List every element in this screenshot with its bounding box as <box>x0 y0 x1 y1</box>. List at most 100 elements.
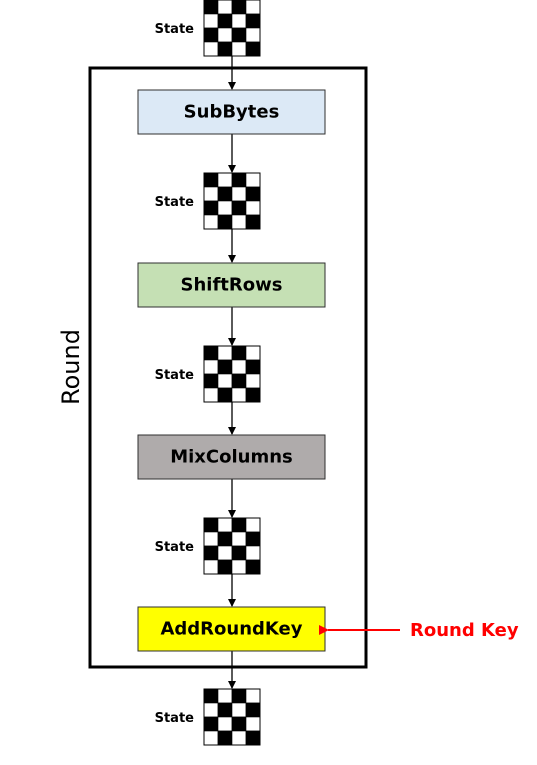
state-cell <box>217 172 233 188</box>
state-cell <box>231 359 247 375</box>
state-cell <box>245 172 261 188</box>
state-cell <box>203 0 219 15</box>
state-cell <box>203 517 219 533</box>
state-cell <box>203 688 219 704</box>
step-shiftrows: ShiftRows <box>137 262 326 308</box>
state-cell <box>245 373 261 389</box>
step-box <box>137 434 326 480</box>
state-cell <box>231 730 247 746</box>
state-cell <box>231 13 247 29</box>
state-cell <box>245 559 261 575</box>
state-grid-border <box>203 517 261 575</box>
step-addroundkey: AddRoundKey <box>137 606 326 652</box>
state-block: State <box>155 688 261 746</box>
state-cell <box>203 345 219 361</box>
state-cell <box>217 730 233 746</box>
state-cell <box>217 688 233 704</box>
state-cell <box>217 41 233 57</box>
step-subbytes: SubBytes <box>137 89 326 135</box>
state-cell <box>245 702 261 718</box>
state-cell <box>245 517 261 533</box>
step-label: MixColumns <box>170 447 293 468</box>
state-cell <box>203 359 219 375</box>
state-cell <box>245 186 261 202</box>
round-key-label: Round Key <box>410 620 519 641</box>
state-grid-border <box>203 0 261 57</box>
state-cell <box>217 13 233 29</box>
state-cell <box>231 200 247 216</box>
state-block: State <box>155 0 261 57</box>
state-cell <box>245 214 261 230</box>
state-cell <box>245 13 261 29</box>
state-cell <box>203 559 219 575</box>
state-cell <box>203 373 219 389</box>
state-cell <box>245 387 261 403</box>
state-cell <box>245 41 261 57</box>
step-label: ShiftRows <box>181 275 283 296</box>
state-cell <box>245 359 261 375</box>
state-cell <box>203 172 219 188</box>
state-cell <box>217 200 233 216</box>
state-cell <box>217 0 233 15</box>
step-label: AddRoundKey <box>160 619 302 640</box>
step-box <box>137 89 326 135</box>
state-cell <box>217 387 233 403</box>
state-label: State <box>155 195 195 210</box>
state-cell <box>203 387 219 403</box>
state-cell <box>203 200 219 216</box>
state-cell <box>245 545 261 561</box>
state-cell <box>217 345 233 361</box>
step-box <box>137 606 326 652</box>
round-frame <box>88 66 368 669</box>
state-cell <box>217 545 233 561</box>
state-cell <box>203 27 219 43</box>
state-cell <box>231 688 247 704</box>
state-cell <box>231 214 247 230</box>
round-label: Round <box>57 329 85 405</box>
state-cell <box>203 545 219 561</box>
step-box <box>137 262 326 308</box>
state-cell <box>245 27 261 43</box>
state-cell <box>231 345 247 361</box>
state-cell <box>231 716 247 732</box>
state-cell <box>245 345 261 361</box>
state-cell <box>231 545 247 561</box>
state-label: State <box>155 540 195 555</box>
state-cell <box>217 702 233 718</box>
state-cell <box>217 373 233 389</box>
state-cell <box>245 200 261 216</box>
state-cell <box>203 702 219 718</box>
state-grid-border <box>203 345 261 403</box>
state-block: State <box>155 172 261 230</box>
step-label: SubBytes <box>184 102 280 123</box>
state-block: State <box>155 517 261 575</box>
state-cell <box>203 730 219 746</box>
state-cell <box>203 531 219 547</box>
state-cell <box>231 41 247 57</box>
state-cell <box>203 13 219 29</box>
state-cell <box>231 531 247 547</box>
state-cell <box>245 730 261 746</box>
state-cell <box>245 0 261 15</box>
state-cell <box>245 531 261 547</box>
state-label: State <box>155 368 195 383</box>
state-cell <box>217 531 233 547</box>
state-cell <box>231 559 247 575</box>
state-cell <box>231 387 247 403</box>
state-cell <box>231 517 247 533</box>
state-cell <box>203 214 219 230</box>
state-block: State <box>155 345 261 403</box>
state-cell <box>231 172 247 188</box>
state-cell <box>231 373 247 389</box>
state-cell <box>203 41 219 57</box>
state-cell <box>217 517 233 533</box>
state-cell <box>217 214 233 230</box>
state-cell <box>231 27 247 43</box>
state-cell <box>245 716 261 732</box>
state-cell <box>217 559 233 575</box>
state-cell <box>217 359 233 375</box>
state-cell <box>231 702 247 718</box>
